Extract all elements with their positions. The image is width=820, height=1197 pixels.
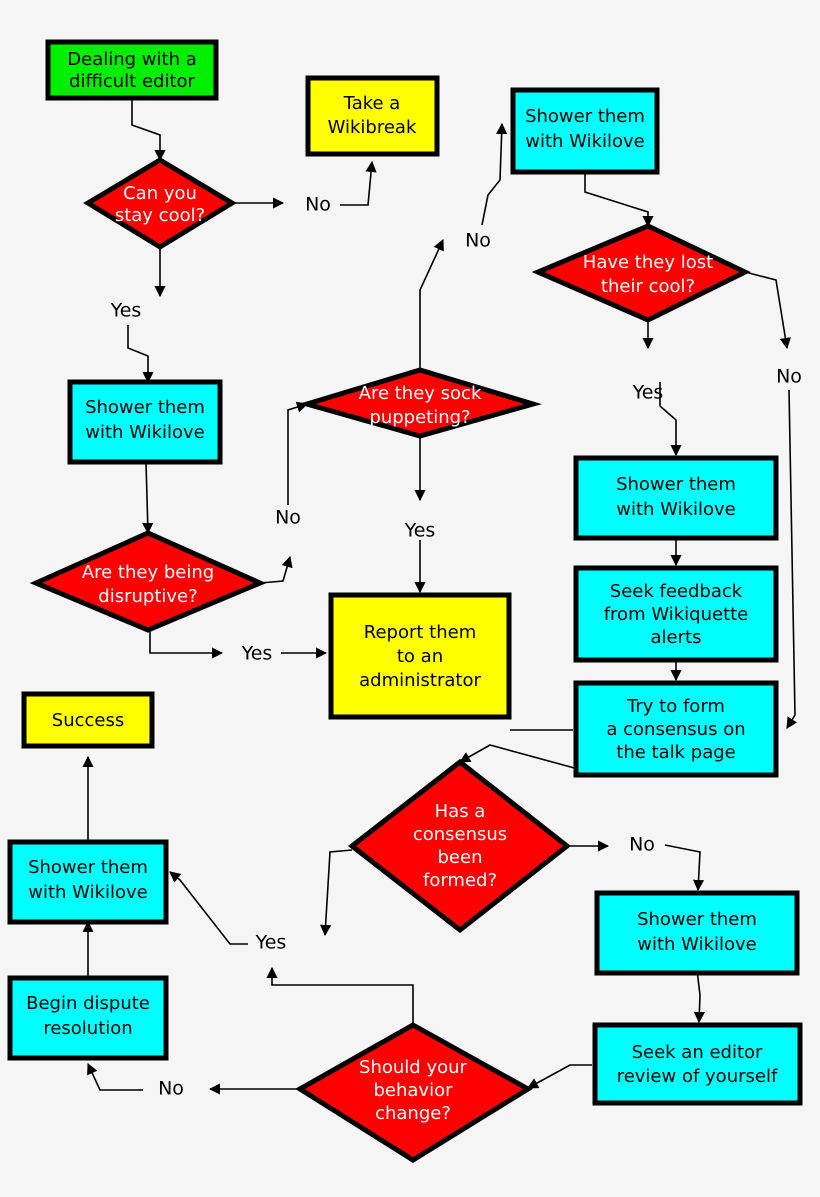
node-lost-cool[interactable]: Have they lost their cool? xyxy=(531,223,751,323)
node-editor-review[interactable]: Seek an editor review of yourself xyxy=(592,1022,803,1106)
node-wikilove-bottom-right[interactable]: Shower them with Wikilove xyxy=(594,890,800,976)
node-wikiquette-line1: Seek feedback xyxy=(610,581,743,602)
edge-sock-top-to-midno xyxy=(419,238,444,370)
node-success-label: Success xyxy=(52,710,124,731)
edge-consensustry-to-consensusformed xyxy=(459,744,601,776)
node-behavior-line3: change? xyxy=(375,1103,451,1124)
edge-no-to-sock xyxy=(287,401,309,505)
node-wikibreak-line1: Take a xyxy=(343,93,401,114)
node-success[interactable]: Success xyxy=(21,691,155,749)
connectors xyxy=(82,98,798,1095)
edge-lostcoolno-to-consensustry xyxy=(786,389,798,729)
node-stay-cool-line1: Can you xyxy=(123,183,197,204)
edge-behavior-top-to-yes xyxy=(266,966,414,1025)
node-wikilove-bottom-left[interactable]: Shower them with Wikilove xyxy=(7,839,169,925)
node-wikilove-left-line2: with Wikilove xyxy=(85,422,204,443)
edge-behaviorno-to-dispute xyxy=(87,1062,143,1091)
node-dispute-line1: Begin dispute xyxy=(26,993,150,1014)
edge-labels: No Yes Yes No No Yes No Yes No Yes No xyxy=(110,194,802,1100)
edge-midno-to-wikilove-top xyxy=(481,122,508,226)
node-wikiquette-line2: from Wikiquette xyxy=(604,604,749,625)
label-behavior-no: No xyxy=(158,1078,184,1100)
node-dispute-line2: resolution xyxy=(43,1018,132,1039)
node-consensus-try-line1: Try to form xyxy=(626,696,725,717)
node-behavior-line2: behavior xyxy=(373,1080,453,1101)
node-wikilove-left[interactable]: Shower them with Wikilove xyxy=(67,379,223,465)
node-editor-review-line1: Seek an editor xyxy=(632,1042,763,1063)
node-consensus-formed-line3: been xyxy=(438,847,483,868)
label-staycool-no: No xyxy=(305,194,331,216)
node-wikilove-top[interactable]: Shower them with Wikilove xyxy=(510,87,660,175)
label-staycool-yes: Yes xyxy=(110,300,142,322)
node-sock-line2: puppeting? xyxy=(369,407,470,428)
label-lostcool-yes: Yes xyxy=(632,382,664,404)
label-disruptive-no: No xyxy=(275,507,301,529)
node-wikilove-right-line1: Shower them xyxy=(616,474,736,495)
node-start[interactable]: Dealing with a difficult editor xyxy=(45,39,219,101)
node-wikiquette-line3: alerts xyxy=(651,627,702,648)
node-sock-puppeting[interactable]: Are they sock puppeting? xyxy=(298,367,542,439)
node-wikilove-top-line2: with Wikilove xyxy=(525,131,644,152)
edge-lostcoolyes-to-wikilove-right xyxy=(659,382,682,457)
node-report-line1: Report them xyxy=(364,622,476,643)
node-wikilove-right[interactable]: Shower them with Wikilove xyxy=(573,455,779,541)
label-consensus-yes: Yes xyxy=(255,932,287,954)
node-wikilove-top-line1: Shower them xyxy=(525,106,645,127)
edge-yes-to-wikilove-left xyxy=(127,325,154,384)
node-consensus-formed-line4: formed? xyxy=(423,870,497,891)
node-stay-cool-line2: stay cool? xyxy=(115,205,205,226)
edge-consensus-yes-out xyxy=(320,849,353,937)
node-behavior-line1: Should your xyxy=(359,1057,467,1078)
node-disruptive-line2: disruptive? xyxy=(98,586,197,607)
node-editor-review-line2: review of yourself xyxy=(617,1066,778,1087)
node-lost-cool-line1: Have they lost xyxy=(583,252,713,273)
node-wikilove-br-line1: Shower them xyxy=(637,909,757,930)
node-lost-cool-line2: their cool? xyxy=(601,276,695,297)
edge-consensusyes-to-wikilovebl xyxy=(169,871,248,945)
edge-consensusno-to-wikilovebr xyxy=(664,844,705,892)
edge-editorreview-to-behavior xyxy=(527,1064,592,1089)
node-wikilove-bl-line1: Shower them xyxy=(28,857,148,878)
node-wikilove-left-line1: Shower them xyxy=(85,397,205,418)
label-consensus-no: No xyxy=(629,834,655,856)
node-consensus-formed-line1: Has a xyxy=(435,801,486,822)
node-wikilove-right-line2: with Wikilove xyxy=(616,499,735,520)
edge-start-to-staycool xyxy=(131,98,166,162)
node-wikiquette[interactable]: Seek feedback from Wikiquette alerts xyxy=(573,565,779,663)
node-dispute-resolution[interactable]: Begin dispute resolution xyxy=(7,975,169,1061)
node-wikilove-bl-line2: with Wikilove xyxy=(28,882,147,903)
node-wikibreak[interactable]: Take a Wikibreak xyxy=(305,75,440,157)
node-wikibreak-line2: Wikibreak xyxy=(328,117,417,138)
edge-wikilove-top-to-lostcool xyxy=(584,172,654,228)
edge-lostcool-no-out xyxy=(744,271,791,350)
node-report-line3: administrator xyxy=(359,670,481,691)
node-consensus-try-line2: a consensus on xyxy=(606,719,745,740)
node-consensus-formed-line2: consensus xyxy=(413,824,507,845)
node-stay-cool[interactable]: Can you stay cool? xyxy=(83,157,237,250)
node-consensus-try[interactable]: Try to form a consensus on the talk page xyxy=(573,680,779,778)
node-report-admin[interactable]: Report them to an administrator xyxy=(328,592,512,720)
node-wikilove-br-line2: with Wikilove xyxy=(637,934,756,955)
label-lostcool-no: No xyxy=(776,366,802,388)
node-consensus-try-line3: the talk page xyxy=(616,742,735,763)
node-sock-line1: Are they sock xyxy=(359,383,482,404)
edge-no-to-wikibreak xyxy=(340,160,377,206)
label-disruptive-yes: Yes xyxy=(241,643,273,665)
edge-wikilovebr-to-editorreview xyxy=(693,969,705,1024)
edge-disruptive-yes-out xyxy=(149,630,224,659)
node-disruptive[interactable]: Are they being disruptive? xyxy=(29,530,267,633)
node-start-line1: Dealing with a xyxy=(67,49,196,70)
node-report-line2: to an xyxy=(397,646,443,667)
node-start-line2: difficult editor xyxy=(69,71,195,92)
edge-disruptive-no-out xyxy=(259,555,293,584)
label-sock-no: No xyxy=(465,230,491,252)
label-sock-yes: Yes xyxy=(404,520,436,542)
node-consensus-formed[interactable]: Has a consensus been formed? xyxy=(347,758,572,934)
node-disruptive-line1: Are they being xyxy=(82,562,214,583)
node-behavior-change[interactable]: Should your behavior change? xyxy=(295,1022,533,1163)
edge-wikilove-left-to-disruptive xyxy=(142,461,154,535)
